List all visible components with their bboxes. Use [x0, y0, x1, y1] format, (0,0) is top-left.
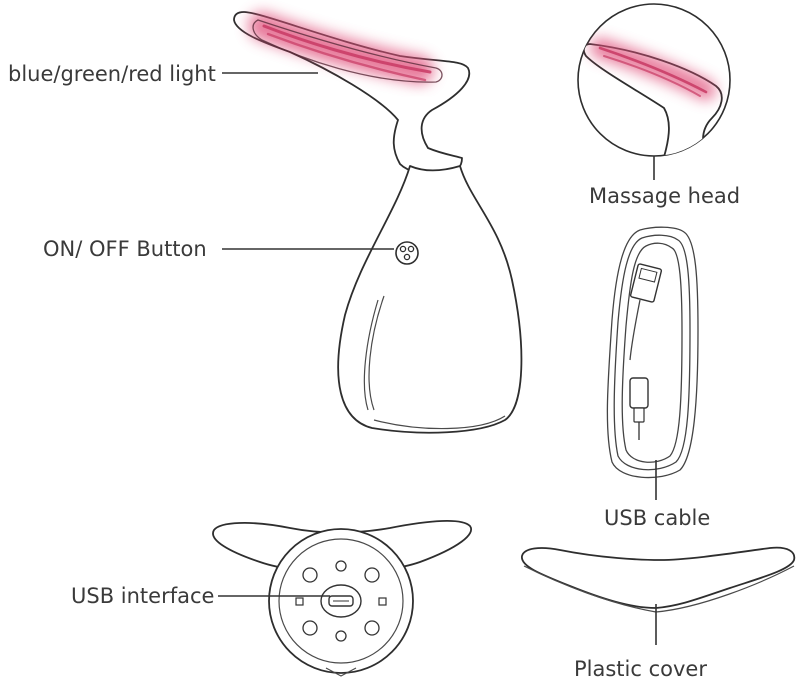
bottom-base-inner [278, 538, 404, 664]
main-device-base [373, 415, 506, 430]
button-label: ON/ OFF Button [43, 237, 207, 261]
main-glow-core [262, 24, 432, 74]
usb-a-connector [629, 263, 663, 361]
main-side-strip [363, 295, 385, 411]
massage-head-zoom [577, 3, 731, 157]
power-button[interactable] [395, 241, 419, 265]
plastic-cover-shape [521, 546, 796, 609]
usb-cable [606, 226, 699, 479]
usb-interface-label: USB interface [71, 584, 214, 608]
bottom-base-notch [325, 667, 357, 677]
cable-inner-loop-1 [613, 234, 691, 471]
micro-usb-connector [629, 377, 649, 440]
cable-outer-loop [606, 226, 699, 479]
cable-inner-loop-2 [621, 242, 683, 463]
usb-port [320, 584, 362, 618]
main-device-body [337, 165, 523, 434]
main-device [233, 11, 523, 434]
plastic-cover-label: Plastic cover [574, 657, 707, 681]
usb-cable-label: USB cable [604, 506, 710, 530]
plastic-cover [521, 546, 796, 613]
zoom-glow-core-2 [603, 55, 701, 97]
usb-interface-view [212, 520, 473, 677]
main-glow-core-2 [266, 32, 427, 82]
zoom-glow-core [598, 46, 708, 94]
massage-head-label: Massage head [589, 184, 740, 208]
main-light-strip [252, 19, 443, 83]
light-label: blue/green/red light [8, 62, 216, 86]
